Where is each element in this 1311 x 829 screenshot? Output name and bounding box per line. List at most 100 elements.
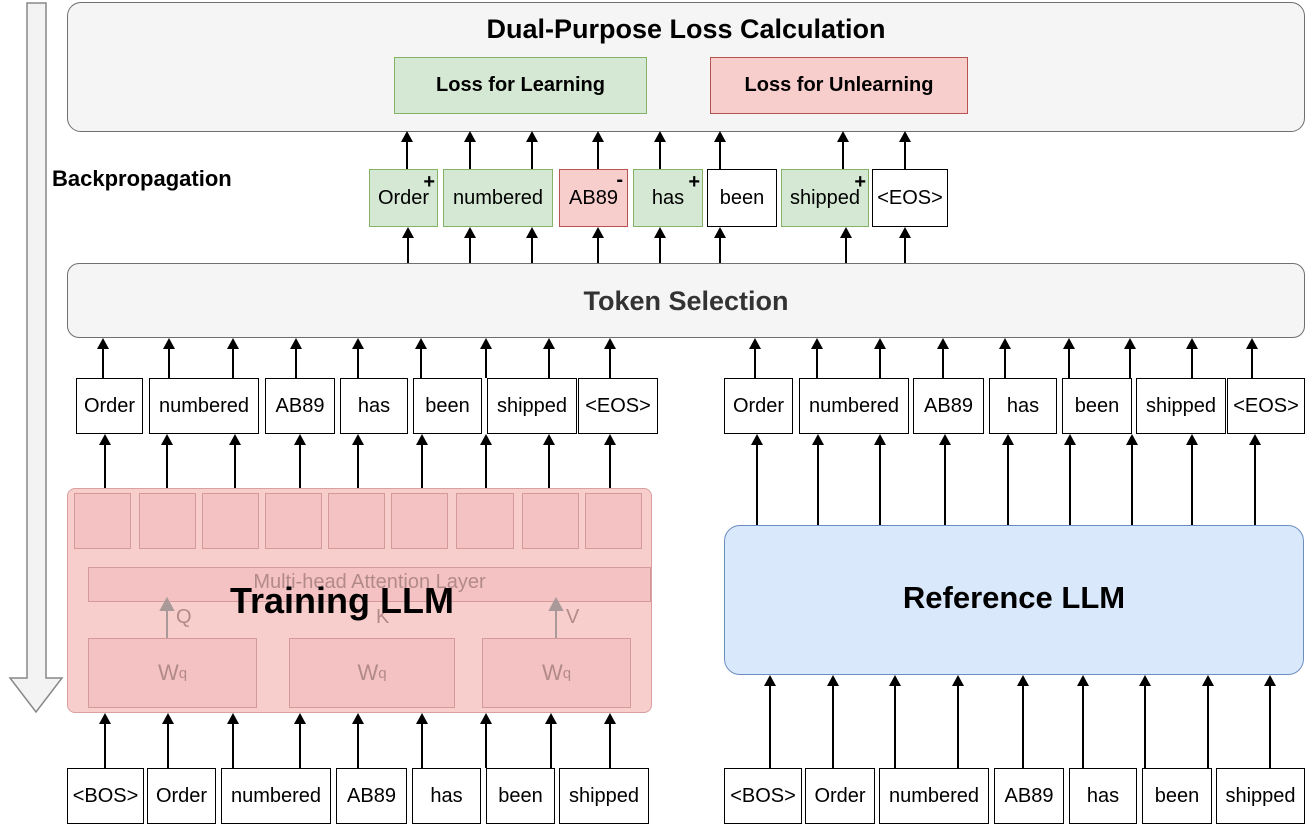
reference-output-token: Order [724,378,793,434]
flow-arrow [714,227,726,263]
flow-arrow [604,338,616,378]
training-output-token: been [413,378,482,434]
flow-arrow [1124,338,1136,378]
training-input-token: Order [147,768,216,824]
flow-arrow [604,434,616,488]
training-output-token: Order [76,378,143,434]
selected-token: numbered [443,169,553,227]
attention-output-cell [74,493,131,549]
flow-arrow [592,131,604,169]
flow-arrow [545,713,557,768]
flow-arrow [99,713,111,768]
reference-input-token: numbered [879,768,989,824]
reference-input-token: shipped [1216,768,1305,824]
flow-arrow [1186,338,1198,378]
selected-token: been [707,169,777,227]
attention-output-cell [265,493,322,549]
selected-token: <EOS> [872,169,948,227]
reference-output-token: been [1062,378,1132,434]
reference-input-token: been [1142,768,1212,824]
flow-arrow [1064,434,1076,525]
reference-input-token: AB89 [994,768,1064,824]
training-input-token: numbered [221,768,331,824]
reference-output-token: <EOS> [1227,378,1305,434]
flow-arrow [1063,338,1075,378]
flow-arrow [1126,434,1138,525]
flow-arrow [543,338,555,378]
flow-arrow [402,227,414,263]
flow-arrow [837,131,849,169]
flow-arrow [999,338,1011,378]
training-input-token: been [486,768,555,824]
backpropagation-label: Backpropagation [52,166,232,191]
flow-arrow [952,675,964,768]
flow-arrow [480,338,492,378]
loss-for-unlearning-box: Loss for Unlearning [710,57,968,114]
flow-arrow [654,227,666,263]
flow-arrow [162,713,174,768]
flow-arrow [1264,675,1276,768]
token-selection-label: Token Selection [583,286,789,316]
flow-arrow [227,338,239,378]
flow-arrow [99,434,111,488]
flow-arrow [163,338,175,378]
selected-token: has + [633,169,703,227]
selected-token: shipped + [781,169,869,227]
flow-arrow [352,713,364,768]
reference-input-token: has [1069,768,1137,824]
flow-arrow [937,338,949,378]
reference-output-token: has [989,378,1057,434]
flow-arrow [874,338,886,378]
flow-arrow [654,131,666,169]
reference-input-token: <BOS> [724,768,802,824]
loss-for-learning-box: Loss for Learning [394,57,647,114]
attention-output-cell [391,493,448,549]
flow-arrow [1139,675,1151,768]
reference-input-token: Order [805,768,875,824]
flow-arrow [714,131,726,169]
flow-arrow [401,131,413,169]
flow-arrow [812,434,824,525]
flow-arrow [294,713,306,768]
selected-token: AB89 - [559,169,628,227]
training-llm-label: Training LLM [230,580,454,621]
flow-arrow [1186,434,1198,525]
loss-panel [67,2,1305,132]
flow-arrow [840,227,852,263]
flow-arrow [97,338,109,378]
flow-arrow [1002,434,1014,525]
flow-arrow [290,338,302,378]
flow-arrow [415,338,427,378]
flow-arrow [1246,338,1258,378]
flow-arrow [899,131,911,169]
flow-arrow [352,434,364,488]
training-output-token: numbered [149,378,259,434]
flow-arrow [416,434,428,488]
flow-arrow [227,713,239,768]
attention-output-cell [328,493,385,549]
training-input-token: <BOS> [67,768,144,824]
flow-arrow [480,434,492,488]
token-selection-panel [67,263,1305,338]
flow-arrow [751,434,763,525]
selected-token: Order + [369,169,438,227]
flow-arrow [480,713,492,768]
flow-arrow [874,434,886,525]
flow-arrow [294,434,306,488]
reference-output-token: AB89 [913,378,984,434]
k-label: K [376,606,390,628]
flow-arrow [526,131,538,169]
attention-output-cell [522,493,579,549]
flow-arrow [749,338,761,378]
flow-arrow [526,227,538,263]
flow-arrow [592,227,604,263]
training-input-token: shipped [559,768,649,824]
loss-panel-title: Dual-Purpose Loss Calculation [486,14,886,44]
training-output-token: shipped [487,378,577,434]
flow-arrow [1077,675,1089,768]
flow-arrow [939,434,951,525]
